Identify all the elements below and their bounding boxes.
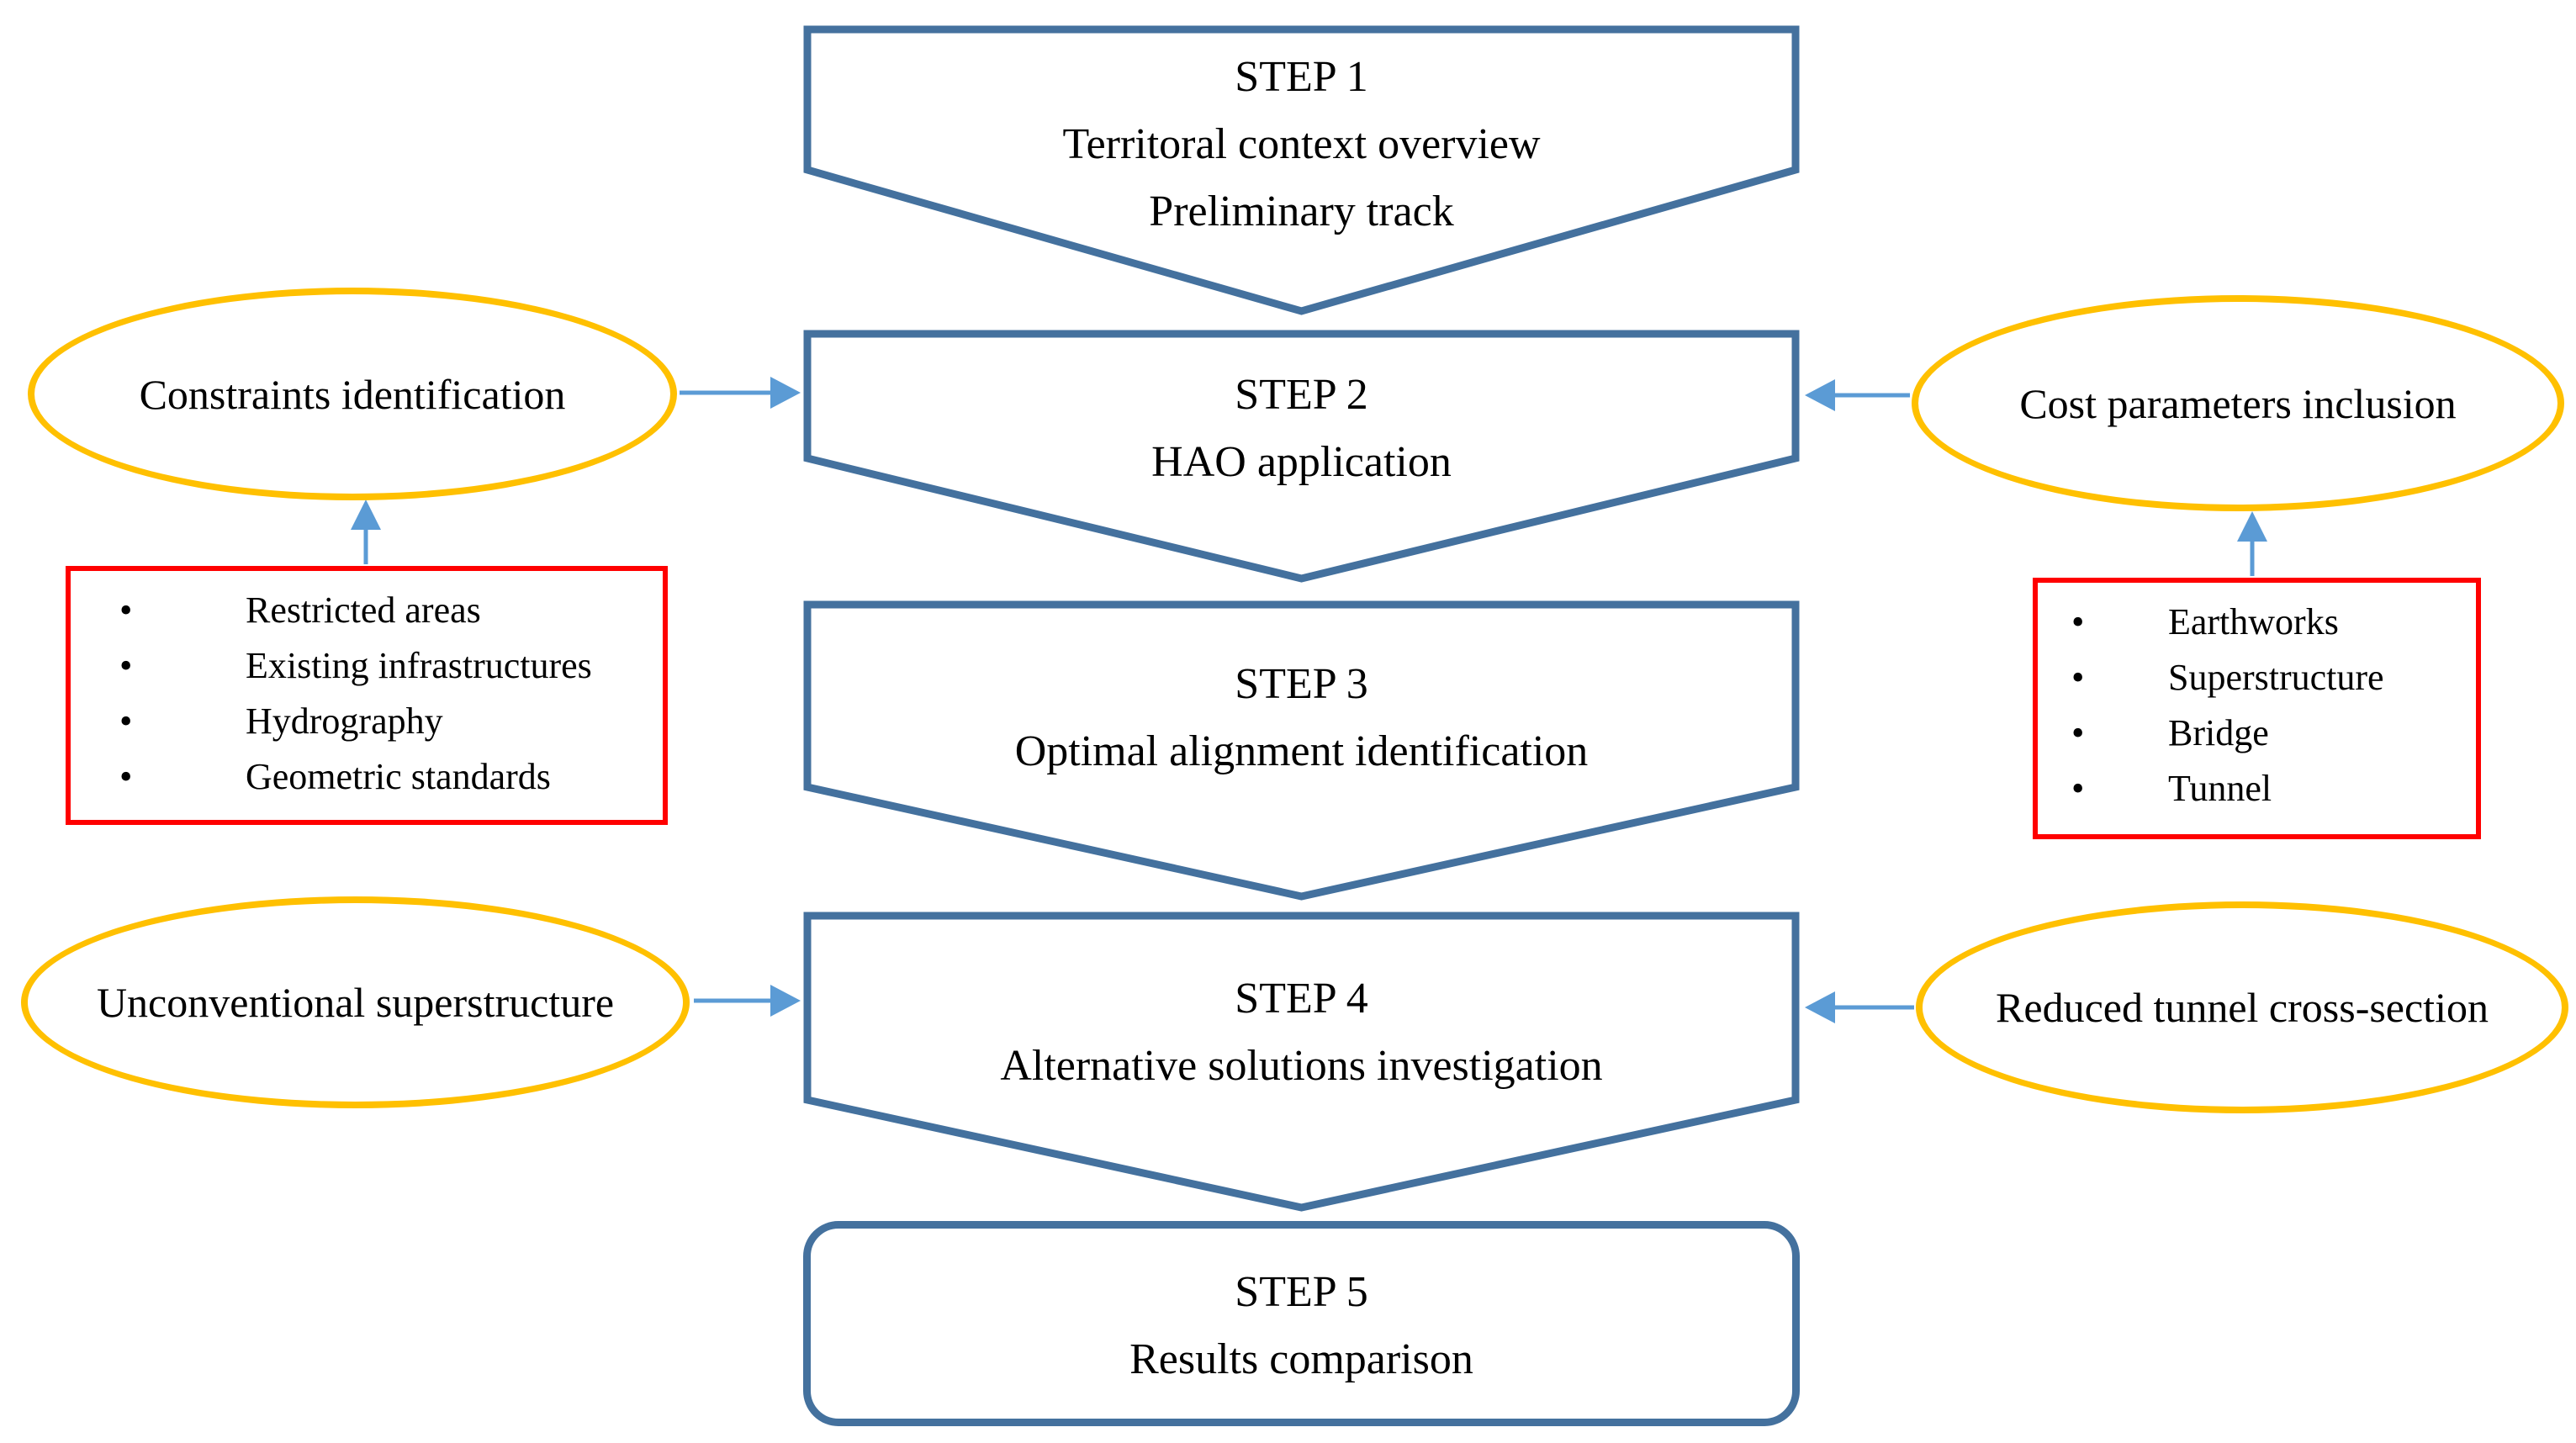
step3-shape: STEP 3 Optimal alignment identification	[803, 600, 1800, 901]
list-item-label: Restricted areas	[246, 589, 481, 631]
step5-title: STEP 5	[1235, 1268, 1368, 1316]
bullet-icon: •	[119, 756, 133, 797]
list-item-label: Superstructure	[2168, 657, 2384, 698]
step2-pentagon	[803, 330, 1800, 583]
list-item: • Tunnel	[2038, 761, 2476, 817]
step4-line1: Alternative solutions investigation	[1000, 1042, 1603, 1090]
step2-title: STEP 2	[1235, 371, 1368, 419]
list-item-label: Geometric standards	[246, 756, 551, 797]
step1-line1: Territoral context overview	[1062, 120, 1541, 168]
step5-line1: Results comparison	[1129, 1335, 1473, 1383]
list-item: • Earthworks	[2038, 595, 2476, 650]
arrow-cost-detail-to-ellipse	[2237, 511, 2267, 576]
bullet-icon: •	[2071, 601, 2085, 642]
step2-line1: HAO application	[1151, 438, 1452, 486]
bullet-icon: •	[119, 589, 133, 631]
arrow-constraints-to-step2	[680, 377, 801, 409]
list-item: • Geometric standards	[71, 749, 663, 805]
step1-pentagon	[803, 25, 1800, 315]
step3-text: STEP 3 Optimal alignment identification	[803, 651, 1800, 785]
step5-text: STEP 5 Results comparison	[811, 1259, 1792, 1393]
bullet-icon: •	[119, 645, 133, 686]
step1-shape: STEP 1 Territoral context overview Preli…	[803, 25, 1800, 315]
cost-parameters-inclusion-label: Cost parameters inclusion	[2019, 379, 2457, 427]
step1-title: STEP 1	[1235, 53, 1368, 101]
list-item: • Hydrography	[71, 694, 663, 749]
unconventional-superstructure-label: Unconventional superstructure	[96, 979, 615, 1026]
cost-detail-box: • Earthworks • Superstructure • Bridge •…	[2033, 578, 2481, 839]
bullet-icon: •	[2071, 657, 2085, 698]
list-item-label: Bridge	[2168, 712, 2269, 753]
unconventional-superstructure-ellipse: Unconventional superstructure	[21, 896, 690, 1108]
list-item-label: Existing infrastructures	[246, 645, 592, 686]
bullet-icon: •	[2071, 768, 2085, 809]
step4-pentagon	[803, 912, 1800, 1212]
step2-shape: STEP 2 HAO application	[803, 330, 1800, 583]
list-item: • Bridge	[2038, 706, 2476, 761]
arrow-cost-to-step2	[1805, 379, 1910, 411]
reduced-tunnel-cross-section-label: Reduced tunnel cross-section	[1996, 984, 2489, 1031]
arrow-constraints-detail-to-ellipse	[351, 500, 381, 564]
arrow-unconventional-to-step4	[694, 985, 801, 1017]
step4-title: STEP 4	[1235, 975, 1368, 1023]
cost-parameters-inclusion-ellipse: Cost parameters inclusion	[1912, 295, 2564, 511]
list-item-label: Earthworks	[2168, 601, 2339, 642]
step3-pentagon	[803, 600, 1800, 901]
bullet-icon: •	[2071, 712, 2085, 753]
bullet-icon: •	[119, 700, 133, 742]
step5-shape: STEP 5 Results comparison	[803, 1221, 1800, 1426]
step2-text: STEP 2 HAO application	[803, 362, 1800, 496]
step1-text: STEP 1 Territoral context overview Preli…	[803, 44, 1800, 246]
list-item-label: Hydrography	[246, 700, 443, 742]
list-item: • Existing infrastructures	[71, 638, 663, 694]
reduced-tunnel-cross-section-ellipse: Reduced tunnel cross-section	[1916, 901, 2568, 1113]
step4-shape: STEP 4 Alternative solutions investigati…	[803, 912, 1800, 1212]
list-item: • Restricted areas	[71, 583, 663, 638]
constraints-identification-ellipse: Constraints identification	[28, 288, 677, 500]
constraints-identification-label: Constraints identification	[139, 370, 566, 418]
list-item: • Superstructure	[2038, 650, 2476, 706]
step4-text: STEP 4 Alternative solutions investigati…	[803, 965, 1800, 1100]
arrow-reduced-tunnel-to-step4	[1805, 991, 1914, 1023]
list-item-label: Tunnel	[2168, 768, 2272, 809]
step3-line1: Optimal alignment identification	[1014, 727, 1589, 775]
constraints-detail-box: • Restricted areas • Existing infrastruc…	[66, 566, 668, 825]
step3-title: STEP 3	[1235, 660, 1368, 708]
step1-line2: Preliminary track	[1149, 188, 1454, 235]
